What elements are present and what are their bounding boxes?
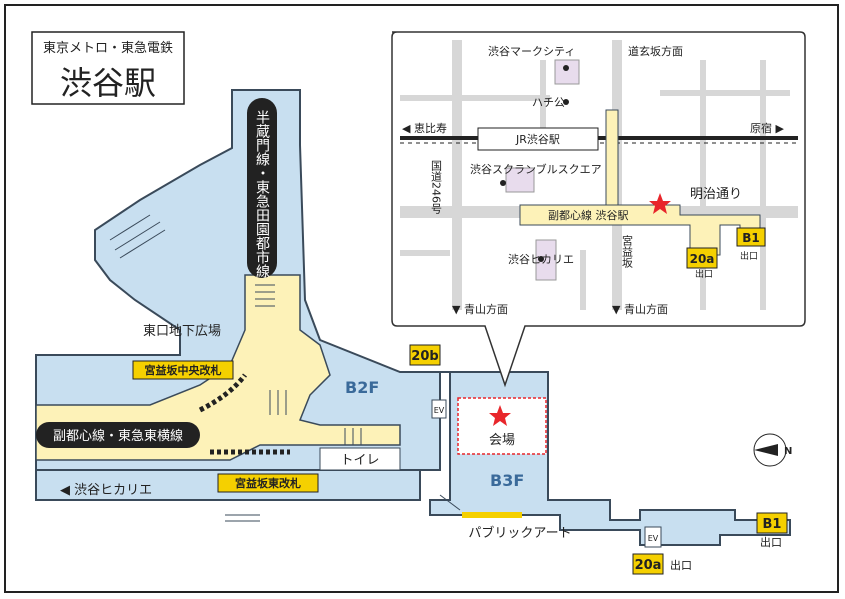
inset-hachiko: ハチ公: [532, 96, 565, 109]
hanzomon-line-label: 半蔵門線・東急田園都市線: [254, 110, 270, 278]
gate-markers: [198, 373, 290, 455]
exit-20a-word: 出口: [670, 558, 692, 572]
exit-b1-badge: B1: [763, 517, 782, 532]
inset-mark-city: 渋谷マークシティ: [488, 45, 575, 58]
venue-label: 会場: [489, 433, 515, 448]
inset-route246: 国道246号: [430, 160, 443, 215]
public-art-bar: [462, 512, 522, 518]
inset-exit-b1: B1: [742, 231, 760, 245]
gate-central-label: 宮益坂中央改札: [145, 363, 222, 377]
ev-box-1: [431, 399, 447, 419]
inset-scramble: 渋谷スクランブルスクエア: [470, 162, 602, 176]
inset-exit-20a-word: 出口: [695, 268, 713, 280]
venue-star-icon: [489, 405, 511, 426]
inset-miyamasuzaka: 宮益坂: [621, 234, 634, 269]
exit-b1-word: 出口: [760, 535, 782, 549]
title-box: [31, 31, 185, 105]
gate-east-label: 宮益坂東改札: [235, 476, 301, 490]
public-art-label: パブリックアート: [468, 525, 571, 541]
stairs: [109, 214, 461, 522]
inset-jr-station: JR渋谷駅: [515, 133, 560, 146]
inset-ebisu: ◀ 恵比寿: [402, 121, 447, 135]
venue-box: [457, 397, 547, 455]
station-name: 渋谷駅: [60, 64, 156, 102]
inset-aoyama-2: ▼ 青山方面: [612, 302, 668, 316]
hikarie-direction: ◀ 渋谷ヒカリエ: [60, 483, 152, 498]
exit-badges: [132, 227, 788, 575]
inset-harajuku: 原宿 ▶: [750, 121, 784, 135]
inset-exit-20a: 20a: [690, 252, 715, 266]
b2f-label: B2F: [345, 378, 379, 397]
paid-area: [35, 274, 401, 461]
inset-aoyama-1: ▼ 青山方面: [452, 302, 508, 316]
toilet-box: [319, 447, 401, 471]
exit-20a-badge: 20a: [635, 558, 662, 573]
inset-map: [391, 31, 806, 388]
hanzomon-line-pill: [247, 98, 277, 278]
inset-exit-b1-word: 出口: [740, 250, 758, 262]
inset-hikarie: 渋谷ヒカリエ: [508, 253, 574, 266]
inset-star-icon: [649, 193, 671, 214]
inset-fukutoshin-station: 副都心線 渋谷駅: [548, 208, 629, 222]
ev-box-2: [644, 526, 662, 548]
operators-text: 東京メトロ・東急電鉄: [43, 40, 173, 56]
north-arrow-icon: [754, 444, 778, 456]
inset-dogenzaka: 道玄坂方面: [628, 44, 683, 58]
north-label: N: [784, 446, 792, 457]
exit-20b-badge: 20b: [411, 349, 438, 364]
inset-meiji: 明治通り: [690, 187, 742, 202]
b3f-label: B3F: [490, 471, 524, 490]
fukutoshin-line-label: 副都心線・東急東横線: [53, 428, 183, 444]
ev-label-1: EV: [434, 406, 445, 415]
ev-label-2: EV: [648, 534, 659, 543]
east-plaza-label: 東口地下広場: [143, 323, 221, 339]
fukutoshin-line-pill: [36, 422, 200, 448]
toilet-label: トイレ: [340, 453, 379, 468]
